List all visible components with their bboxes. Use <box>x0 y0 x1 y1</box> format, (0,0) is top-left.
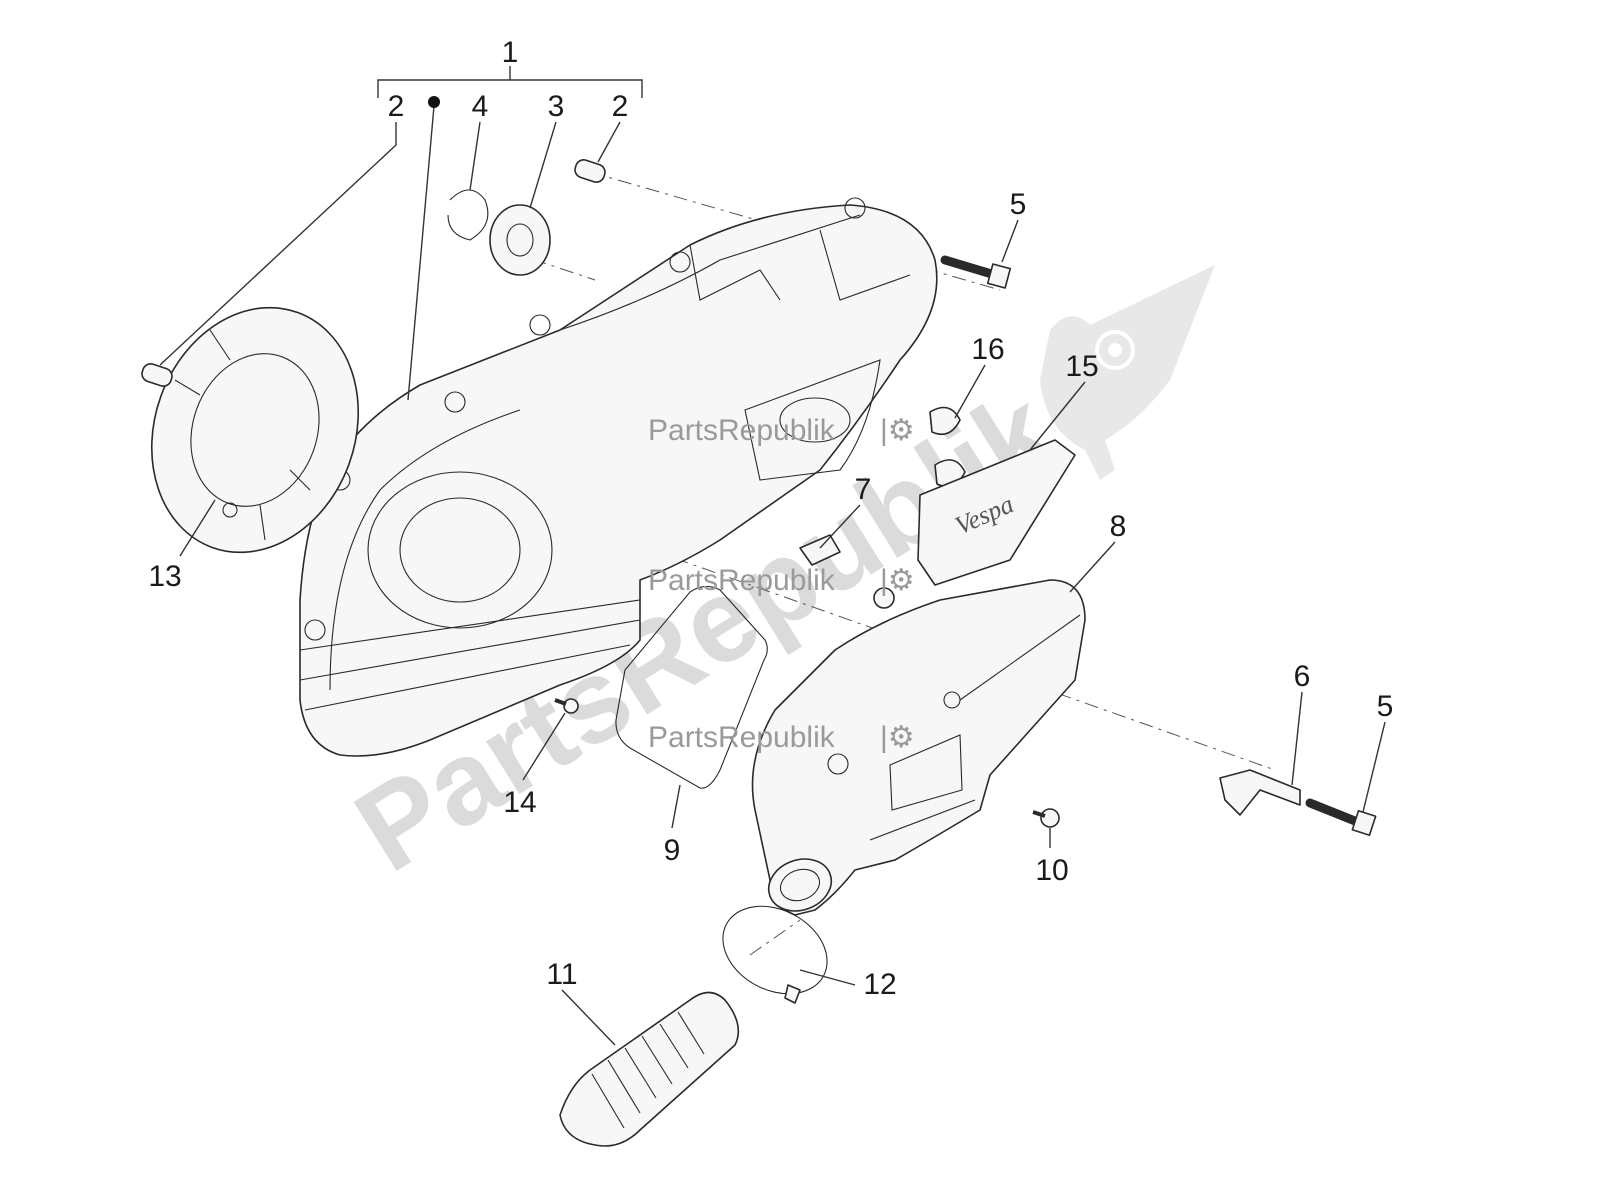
mounting-bracket <box>1219 769 1301 816</box>
watermark-small-2: PartsRepublik |⚙ <box>648 564 915 597</box>
screw-small <box>554 698 579 714</box>
svg-text:PartsRepublik: PartsRepublik <box>648 414 836 447</box>
callout-8: 8 <box>1110 510 1127 543</box>
svg-text:PartsRepublik: PartsRepublik <box>648 721 836 754</box>
air-guide-ring <box>150 306 360 554</box>
crankcase-cover <box>299 197 938 757</box>
logo-cover-panel: Vespa <box>917 439 1076 586</box>
leader-lines <box>159 66 1386 1046</box>
plate-screw <box>873 587 895 609</box>
bolt-lower <box>1305 798 1377 837</box>
bolt-upper <box>940 255 1012 289</box>
dowel-pin-left <box>141 363 173 387</box>
callout-labels: 1 2 2 3 4 5 5 6 7 8 9 10 11 12 13 14 15 … <box>148 36 1393 1001</box>
callout-16: 16 <box>971 333 1004 366</box>
intake-bellows <box>559 991 740 1147</box>
dowel-pin-right <box>574 159 606 183</box>
hose-clamp <box>722 905 828 1004</box>
watermark-separator-icon: |⚙ <box>880 414 915 447</box>
callout-3: 3 <box>548 90 565 123</box>
watermark-small-1: PartsRepublik |⚙ <box>648 414 915 447</box>
callout-14: 14 <box>503 786 536 819</box>
housing-screw <box>1032 808 1060 828</box>
callout-5-upper: 5 <box>1010 188 1027 221</box>
callout-12: 12 <box>863 968 896 1001</box>
callout-4: 4 <box>472 90 489 123</box>
air-filter-housing <box>751 579 1086 916</box>
callout-9: 9 <box>664 834 681 867</box>
small-plate <box>799 534 841 566</box>
watermark-small-3: PartsRepublik |⚙ <box>648 721 915 754</box>
callout-15: 15 <box>1065 350 1098 383</box>
callout-6: 6 <box>1294 660 1311 693</box>
watermark-logo-icon <box>1040 265 1215 480</box>
callout-13: 13 <box>148 560 181 593</box>
callout-7: 7 <box>855 473 872 506</box>
callout-2-left: 2 <box>388 90 405 123</box>
watermark-separator-icon: |⚙ <box>880 721 915 754</box>
grommet-upper <box>929 406 961 436</box>
gasket <box>615 585 768 789</box>
watermark-separator-icon: |⚙ <box>880 564 915 597</box>
circlip <box>447 189 489 241</box>
svg-text:PartsRepublik: PartsRepublik <box>648 564 836 597</box>
callout-10: 10 <box>1035 854 1068 887</box>
bearing <box>489 204 551 276</box>
callout-2-right: 2 <box>612 90 629 123</box>
callout-5-lower: 5 <box>1377 690 1394 723</box>
reference-dot <box>428 96 440 108</box>
callout-1: 1 <box>502 36 519 69</box>
callout-11: 11 <box>546 958 577 991</box>
